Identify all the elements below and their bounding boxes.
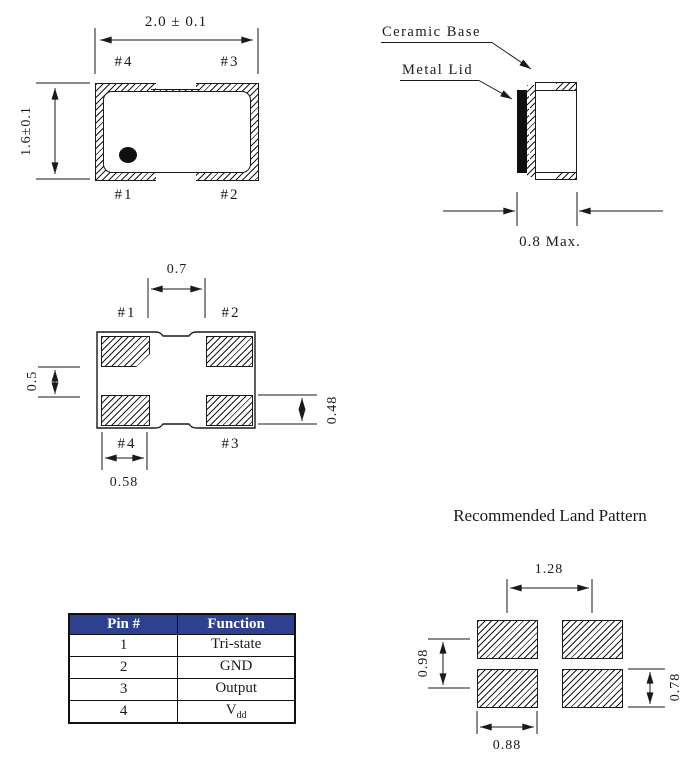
- land-pattern-dim-bottom: 0.88: [492, 738, 522, 753]
- metal-lid-shape: [517, 90, 527, 173]
- table-row: 1 Tri-state: [68, 634, 296, 657]
- pin-function: Vdd: [177, 700, 296, 724]
- pin1-marker-dot: [119, 147, 137, 163]
- land-pattern-dim-right: 0.78: [668, 672, 683, 702]
- bottom-view-pin2-label: #2: [221, 305, 241, 321]
- pin-number: 1: [68, 634, 179, 657]
- bottom-pad-2: [206, 336, 253, 367]
- pin-number: 2: [68, 656, 179, 679]
- top-view-pin1-label: #1: [114, 187, 134, 203]
- metal-lid-label: Metal Lid: [402, 62, 474, 78]
- land-pattern-dim-left: 0.98: [416, 648, 431, 678]
- side-view-height-dim: 0.8 Max.: [519, 234, 581, 250]
- land-pad-top-left: [477, 620, 538, 659]
- pin-function-table: Pin # Function 1 Tri-state 2 GND 3 Outpu…: [68, 613, 296, 724]
- table-row: 2 GND: [68, 656, 296, 679]
- table-row: 3 Output: [68, 678, 296, 701]
- bottom-view-pin1-label: #1: [117, 305, 137, 321]
- bottom-view-dim-bottom: 0.58: [109, 475, 139, 490]
- pin-function: GND: [177, 656, 296, 679]
- top-view-height-dim: 1.6±0.1: [19, 106, 34, 156]
- top-view-pin3-label: #3: [220, 54, 240, 70]
- land-pad-bottom-left: [477, 669, 538, 708]
- top-castellation-notch: [156, 82, 196, 90]
- bottom-view-pin4-label: #4: [117, 436, 137, 452]
- base-corner-hatch-top: [556, 83, 576, 90]
- bottom-pad-3: [206, 395, 253, 426]
- land-pad-bottom-right: [562, 669, 623, 708]
- bottom-view-dim-top: 0.7: [166, 262, 188, 277]
- ceramic-base-shape: [535, 82, 577, 180]
- pin-function: Tri-state: [177, 634, 296, 657]
- top-view-pin4-label: #4: [114, 54, 134, 70]
- seam-weld-shape: [527, 85, 535, 177]
- header-pin: Pin #: [68, 613, 179, 635]
- header-function: Function: [177, 613, 296, 635]
- bottom-pad-4: [101, 395, 150, 426]
- top-view-pin2-label: #2: [220, 187, 240, 203]
- ceramic-base-label: Ceramic Base: [382, 24, 481, 40]
- land-pad-top-right: [562, 620, 623, 659]
- top-view-dimension-lines: [36, 28, 259, 180]
- top-view-width-dim: 2.0 ± 0.1: [144, 14, 208, 30]
- pin-function: Output: [177, 678, 296, 701]
- pin-number: 4: [68, 700, 179, 724]
- land-pattern-dim-top: 1.28: [534, 562, 564, 577]
- bottom-view-dim-right: 0.48: [325, 395, 340, 425]
- pin-number: 3: [68, 678, 179, 701]
- land-pattern-title: Recommended Land Pattern: [453, 506, 647, 525]
- bottom-castellation-notch: [156, 172, 196, 182]
- bottom-view-dim-left: 0.5: [25, 370, 40, 392]
- side-view-callout-lines: [381, 42, 663, 226]
- base-corner-hatch-bottom: [556, 172, 576, 179]
- table-row: 4 Vdd: [68, 700, 296, 724]
- table-header-row: Pin # Function: [68, 613, 296, 635]
- land-pattern-lines: [428, 579, 665, 734]
- side-view: [370, 0, 690, 260]
- bottom-view-pin3-label: #3: [221, 436, 241, 452]
- bottom-view-lines: [38, 278, 317, 470]
